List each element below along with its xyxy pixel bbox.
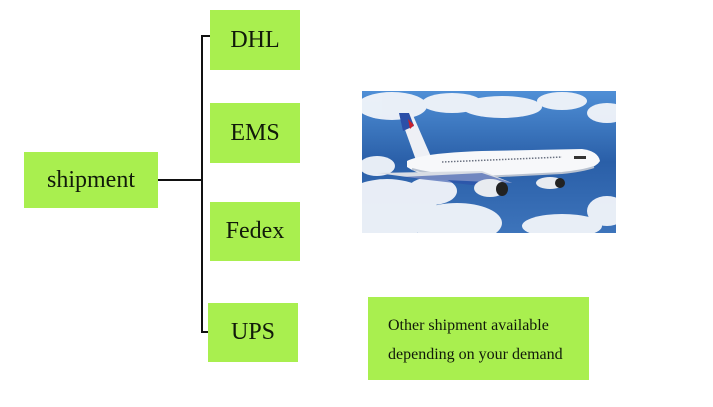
note-line-2: depending on your demand	[388, 346, 563, 363]
trunk-connector	[201, 35, 203, 333]
airplane-icon	[362, 91, 616, 233]
ems-node: EMS	[210, 103, 300, 163]
note-line-1: Other shipment available	[388, 317, 549, 334]
shipment-label: shipment	[47, 166, 135, 193]
fedex-label: Fedex	[225, 218, 285, 244]
other-shipment-note: Other shipment available depending on yo…	[368, 297, 589, 380]
ups-node: UPS	[208, 303, 298, 362]
shipment-node: shipment	[24, 152, 158, 208]
dhl-node: DHL	[210, 10, 300, 70]
ems-label: EMS	[230, 119, 280, 146]
dhl-label: DHL	[230, 26, 280, 53]
root-connector	[158, 179, 203, 181]
fedex-node: Fedex	[210, 202, 300, 261]
ups-connector	[201, 331, 209, 333]
airplane-image	[362, 91, 616, 233]
ups-label: UPS	[230, 319, 276, 345]
dhl-connector	[201, 35, 210, 37]
